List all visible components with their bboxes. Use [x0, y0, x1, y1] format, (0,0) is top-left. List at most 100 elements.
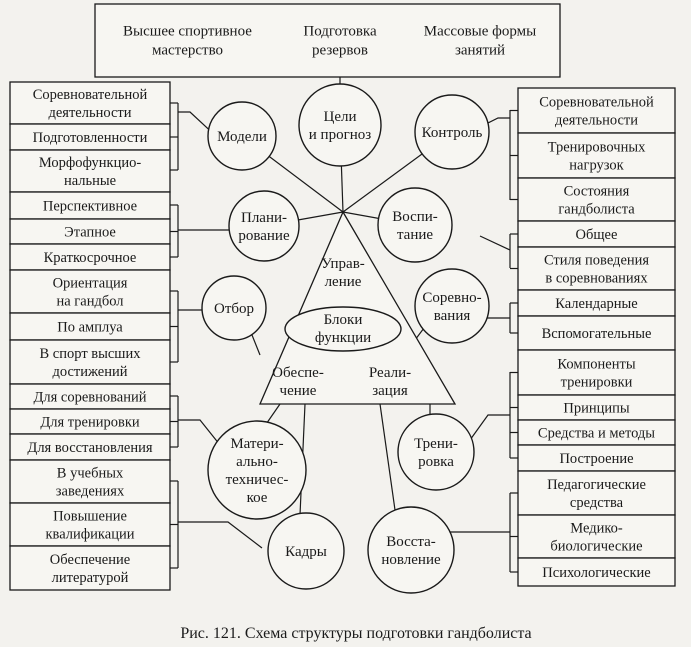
right-box-label-11: Педагогические средства	[547, 477, 646, 511]
circle-label-recovery-line: новление	[381, 552, 441, 568]
circle-training	[397, 413, 475, 491]
circle-label-recovery-line: Восста-	[386, 534, 436, 550]
right-box-label-9-line: Средства и методы	[538, 426, 655, 442]
circle-label-goals-line: и прогноз	[309, 127, 371, 143]
left-box-5	[9, 243, 171, 271]
circle-label-goals: Цели и прогноз	[309, 109, 371, 143]
training-to-right	[469, 414, 510, 441]
circle-label-staff: Кадры	[285, 544, 327, 560]
left-box-11	[9, 433, 171, 461]
left-box-label-5: Краткосрочное	[44, 250, 137, 266]
top-box-col3-line: Массовые формы	[424, 24, 536, 40]
left-box-label-3-line: Перспективное	[43, 199, 137, 215]
triangle-management-line: Управ-	[321, 256, 365, 272]
right-box-label-1-line: Тренировочных	[548, 140, 646, 156]
circle-staff	[267, 512, 345, 590]
right-box-label-0-line: деятельности	[555, 113, 638, 129]
left-box-label-13-line: квалификации	[46, 527, 135, 543]
circle-label-planning: Плани-рование	[238, 210, 290, 244]
figure-caption: Рис. 121. Схема структуры подготовки ган…	[180, 625, 531, 642]
right-box-label-3: Общее	[576, 227, 618, 243]
right-box-4	[517, 246, 676, 291]
left-box-label-14-line: Обеспечение	[50, 552, 130, 568]
right-box-label-6: Вспомогательные	[542, 326, 652, 342]
triangle-provision: Обеспе-чение	[272, 365, 324, 399]
left-box-label-1: Подготовленности	[33, 130, 148, 146]
right-box-label-13-line: Психологические	[542, 565, 650, 581]
right-box-label-10-line: Построение	[559, 451, 633, 467]
right-box-6	[517, 315, 676, 351]
circle-label-selection: Отбор	[214, 301, 254, 317]
top-box-col2-line: резервов	[312, 43, 368, 59]
left-box-10	[9, 408, 171, 435]
left-box-label-9-line: Для соревнований	[33, 390, 146, 406]
circle-label-material-line: кое	[247, 490, 268, 506]
circle-models	[207, 101, 277, 171]
left-box-label-2: Морфофункцио-нальные	[39, 155, 142, 189]
left-box-label-8-line: В спорт высших	[40, 346, 142, 362]
top-box-col2-line: Подготовка	[303, 24, 377, 40]
right-box-label-3-line: Общее	[576, 227, 618, 243]
left-box-label-4: Этапное	[64, 225, 116, 241]
triangle-realization-line: зация	[372, 383, 408, 399]
circle-label-goals-line: Цели	[323, 109, 356, 125]
left-box-9	[9, 383, 171, 410]
left-box-13	[9, 502, 171, 547]
right-box-5	[517, 289, 676, 317]
right-box-9	[517, 419, 676, 446]
triangle-blocks-line: функции	[315, 330, 371, 346]
top-box-col3: Массовые формы занятий	[424, 24, 536, 59]
left-box-label-8-line: достижений	[52, 364, 127, 380]
left-box-2	[9, 149, 171, 193]
right-box-label-11-line: Педагогические	[547, 477, 646, 493]
circle-label-competition: Соревно-вания	[422, 290, 481, 324]
circle-label-control: Контроль	[422, 125, 483, 141]
top-level-box	[94, 3, 561, 78]
right-box-8	[517, 394, 676, 421]
right-box-label-12-line: биологические	[550, 539, 642, 555]
left-box-label-7: По амплуа	[57, 320, 123, 336]
right-box-label-7-line: тренировки	[561, 375, 633, 391]
left-box-label-13: Повышение квалификации	[46, 509, 135, 543]
blocks-ellipse	[284, 306, 402, 352]
left-box-3	[9, 191, 171, 220]
top-box-col3-line: занятий	[455, 43, 505, 59]
right-box-label-0-line: Соревновательной	[539, 95, 654, 111]
right-box-label-6-line: Вспомогательные	[542, 326, 652, 342]
top-box-col1-line: мастерство	[152, 43, 223, 59]
left-box-label-1-line: Подготовленности	[33, 130, 148, 146]
left-box-label-2-line: нальные	[64, 173, 116, 189]
circle-material	[207, 420, 307, 520]
circle-label-planning-line: Плани-	[241, 210, 287, 226]
left-box-14	[9, 545, 171, 591]
left-box-8	[9, 339, 171, 385]
circle-planning	[228, 190, 300, 262]
right-box-label-9: Средства и методы	[538, 426, 655, 442]
circle-label-education-line: Воспи-	[392, 209, 438, 225]
left-box-label-4-line: Этапное	[64, 225, 116, 241]
circle-competition	[414, 268, 490, 344]
right-box-label-11-line: средства	[570, 495, 624, 511]
right-box-13	[517, 557, 676, 587]
right-box-label-13: Психологические	[542, 565, 650, 581]
right-box-3	[517, 220, 676, 248]
right-box-12	[517, 514, 676, 559]
left-box-label-7-line: По амплуа	[57, 320, 123, 336]
left-box-label-0-line: деятельности	[48, 105, 131, 121]
right-box-label-12: Медико-биологические	[550, 521, 642, 555]
circle-label-material: Матери-ально-техничес-кое	[226, 436, 289, 506]
right-box-label-8: Принципы	[563, 401, 630, 417]
left-box-label-13-line: Повышение	[53, 509, 127, 525]
right-box-label-8-line: Принципы	[563, 401, 630, 417]
